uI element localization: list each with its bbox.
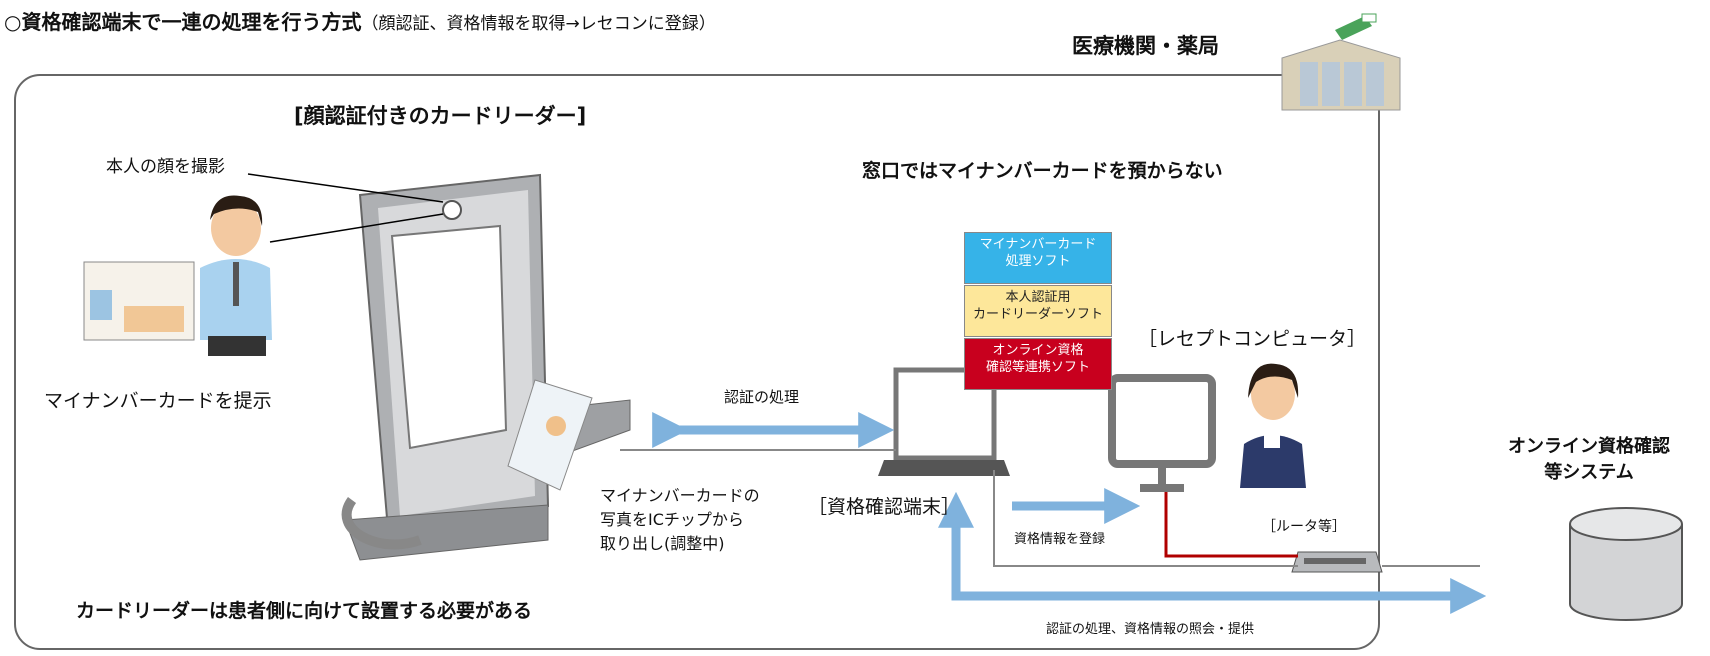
- system-label-line: オンライン資格確認: [1508, 436, 1670, 457]
- system-label: オンライン資格確認 等システム: [1508, 434, 1670, 486]
- laptop-icon: [878, 367, 1010, 476]
- terminal-label: ［資格確認端末］: [808, 496, 961, 518]
- system-label-line: 等システム: [1544, 462, 1634, 483]
- software-line: カードリーダーソフト: [972, 307, 1103, 322]
- router-icon: [1291, 551, 1383, 573]
- present-card-label: マイナンバーカードを提示: [44, 390, 272, 412]
- face-capture-label: 本人の顔を撮影: [106, 157, 225, 177]
- capture-pointer-line: [247, 173, 444, 203]
- database-icon: [1569, 507, 1683, 621]
- software-box-card-processing: マイナンバーカード 処理ソフト: [964, 232, 1112, 284]
- receipt-computer-label: ［レセプトコンピュータ］: [1138, 328, 1367, 350]
- receipt-router-line: [1164, 492, 1298, 558]
- patient-figure-icon: [200, 195, 272, 356]
- terminal-router-line: [993, 470, 1298, 567]
- software-line: 処理ソフト: [1005, 254, 1071, 269]
- counter-note: 窓口ではマイナンバーカードを預からない: [862, 160, 1223, 182]
- router-label: ［ルータ等］: [1262, 519, 1346, 535]
- software-box-online-link: オンライン資格 確認等連携ソフト: [964, 338, 1112, 390]
- title-main: ○資格確認端末で一連の処理を行う方式: [4, 10, 362, 34]
- software-line: 確認等連携ソフト: [985, 360, 1090, 375]
- software-line: マイナンバーカード: [979, 237, 1097, 252]
- reader-heading: [顔認証付きのカードリーダー]: [294, 104, 587, 128]
- placement-note: カードリーダーは患者側に向けて設置する必要がある: [76, 600, 533, 622]
- title-sub: （顔認証、資格情報を取得→レセコンに登録）: [361, 14, 716, 34]
- staff-figure-icon: [1240, 363, 1306, 488]
- receipt-computer-icon: [1108, 374, 1216, 492]
- software-box-reader: 本人認証用 カードリーダーソフト: [964, 285, 1112, 337]
- system-flow-arrow: [951, 522, 1487, 614]
- my-number-card-icon: [83, 261, 195, 341]
- photo-extract-line: マイナンバーカードの: [600, 486, 760, 505]
- photo-extract-note: マイナンバーカードの 写真をICチップから 取り出し(調整中): [600, 484, 760, 556]
- facility-frame: [14, 74, 1380, 650]
- photo-extract-line: 取り出し(調整中): [600, 534, 725, 553]
- software-line: オンライン資格: [992, 343, 1084, 358]
- hospital-building-icon: [1281, 13, 1401, 111]
- system-flow-label: 認証の処理、資格情報の照会・提供: [1046, 622, 1255, 637]
- register-label: 資格情報を登録: [1014, 532, 1106, 547]
- software-line: 本人認証用: [1005, 290, 1071, 305]
- card-reader-device-icon: [341, 173, 631, 561]
- page-title: ○資格確認端末で一連の処理を行う方式（顔認証、資格情報を取得→レセコンに登録）: [4, 6, 716, 35]
- facility-label: 医療機関・薬局: [1072, 34, 1219, 58]
- capture-pointer-line-2: [269, 213, 444, 243]
- photo-extract-line: 写真をICチップから: [600, 510, 744, 529]
- auth-process-label: 認証の処理: [724, 388, 800, 406]
